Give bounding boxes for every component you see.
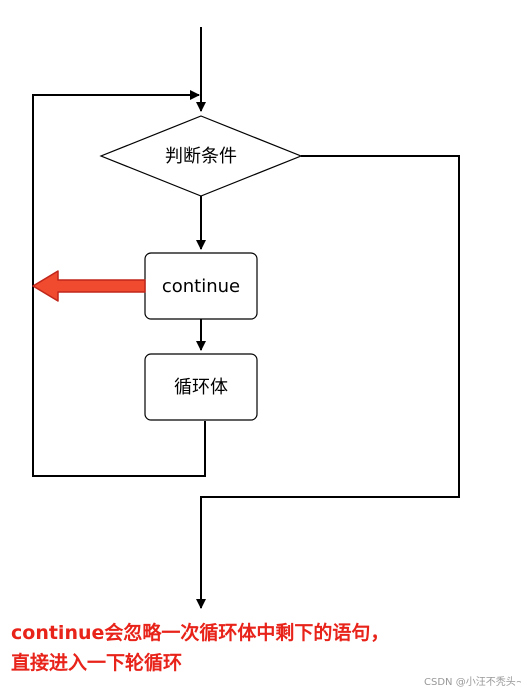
caption: continue会忽略一次循环体中剩下的语句， 直接进入一下轮循环 xyxy=(11,618,516,678)
loop-body-box xyxy=(144,353,258,421)
watermark: CSDN @小汪不秃头~ xyxy=(424,677,521,688)
condition-label: 判断条件 xyxy=(165,146,237,167)
loop-body-label: 循环体 xyxy=(174,377,228,398)
continue-jump-arrow xyxy=(32,270,146,302)
continue-label: continue xyxy=(162,276,240,297)
caption-line-2: 直接进入一下轮循环 xyxy=(11,652,183,674)
caption-line-1: continue会忽略一次循环体中剩下的语句， xyxy=(11,622,390,644)
loop-back-path xyxy=(32,90,206,477)
exit-path xyxy=(196,155,460,609)
